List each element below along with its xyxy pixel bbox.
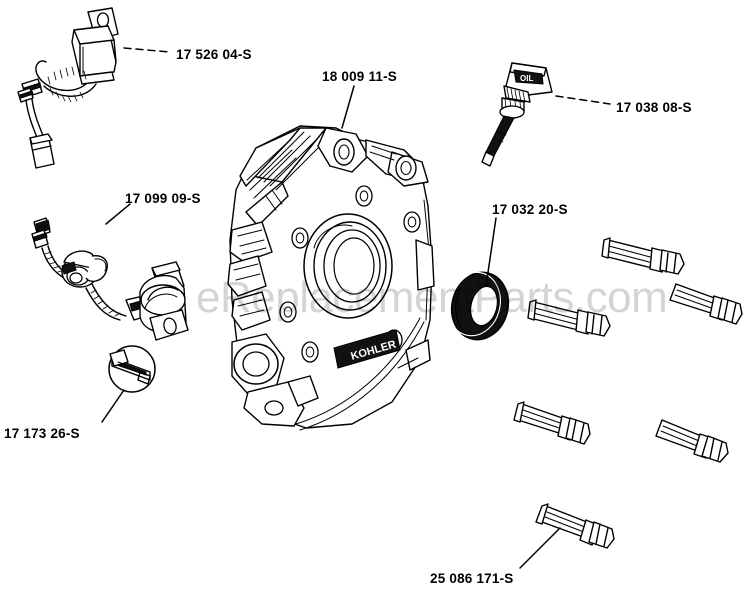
- part-flange-bolt-2: [527, 299, 611, 337]
- part-label-18-009-11-S: 18 009 11-S: [322, 69, 398, 84]
- part-label-17-173-26-S: 17 173 26-S: [4, 426, 80, 441]
- part-crankcase-cover: KOHLER: [227, 125, 435, 431]
- leader-25-086-171-S: [519, 527, 561, 569]
- part-label-17-099-09-S: 17 099 09-S: [125, 191, 201, 206]
- part-label-25-086-171-S: 25 086 171-S: [430, 571, 514, 586]
- part-label-17-526-04-S: 17 526 04-S: [176, 47, 252, 62]
- part-slotted-plug: [108, 345, 156, 393]
- part-flange-bolt-5: [655, 419, 729, 463]
- part-flange-bolt-4: [513, 401, 591, 445]
- part-wire-harness-switch: [31, 217, 189, 341]
- part-oil-seal: [447, 271, 510, 341]
- leader-18-009-11-S: [341, 85, 355, 129]
- oil-cap-marking: OIL: [520, 74, 533, 83]
- kohler-logo-emboss: [333, 329, 401, 369]
- part-label-17-032-20-S: 17 032 20-S: [492, 202, 568, 217]
- part-flange-bolt-1: [601, 237, 685, 275]
- part-flange-bolt-6: [535, 503, 615, 549]
- part-oil-fill-cap-dipstick: OIL: [481, 62, 553, 167]
- leader-17-099-09-S: [105, 203, 131, 225]
- leader-17-173-26-S: [101, 389, 125, 423]
- leader-17-038-08-S: [555, 95, 611, 105]
- leader-17-032-20-S: [485, 217, 497, 287]
- part-label-17-038-08-S: 17 038 08-S: [616, 100, 692, 115]
- part-flange-bolt-3: [669, 283, 743, 325]
- leader-17-526-04-S: [123, 47, 171, 53]
- part-ignition-module: [17, 7, 119, 169]
